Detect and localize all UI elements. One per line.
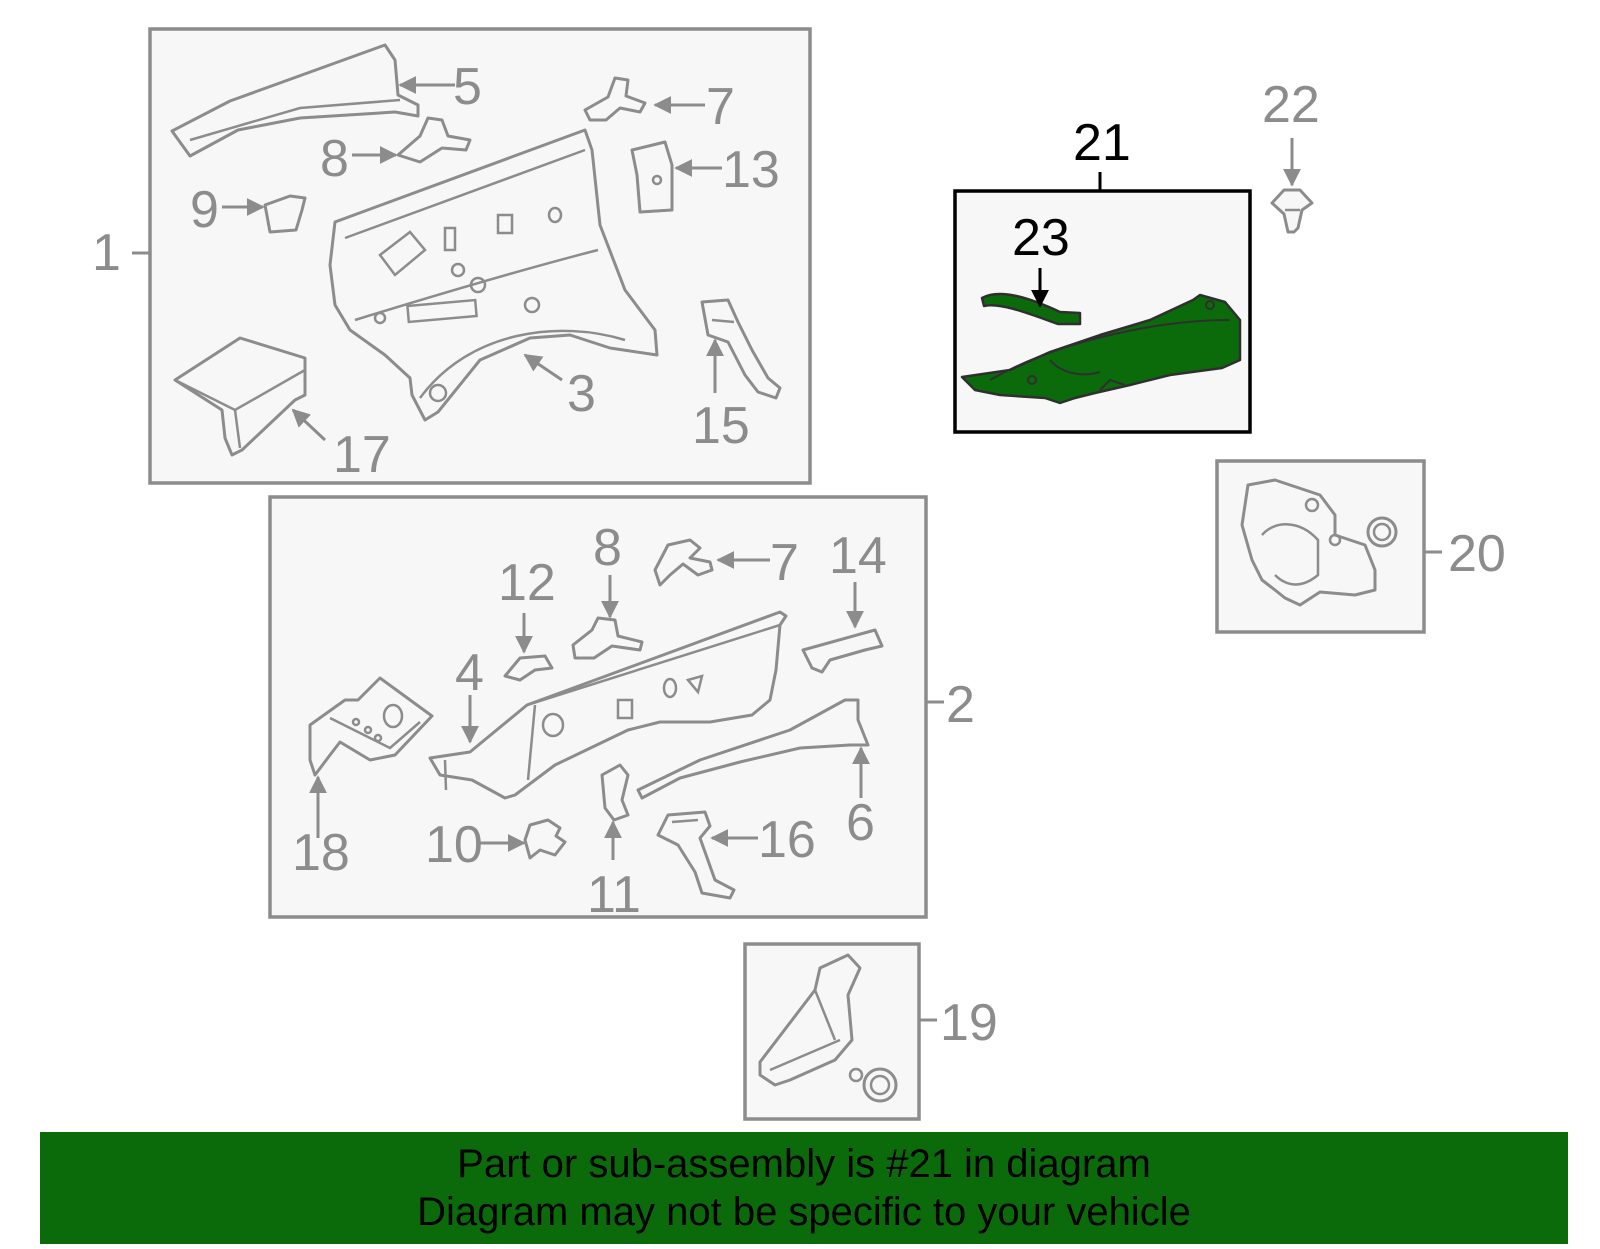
label-15: 15: [692, 397, 750, 455]
part-23-seal[interactable]: [980, 292, 1082, 326]
part-21-cowl-panel[interactable]: [960, 293, 1242, 405]
label-20: 20: [1448, 525, 1506, 583]
part-7-bracket: [583, 76, 647, 122]
label-2: 2: [946, 676, 975, 734]
part-5-rail: [170, 43, 420, 158]
label-17: 17: [333, 426, 391, 484]
label-8-top: 8: [320, 130, 349, 188]
banner-line-1: Part or sub-assembly is #21 in diagram: [457, 1142, 1151, 1186]
banner-line-2: Diagram may not be specific to your vehi…: [417, 1190, 1191, 1234]
label-23[interactable]: 23: [1012, 209, 1070, 267]
part-7-bracket-lower: [653, 538, 714, 587]
label-3: 3: [567, 365, 596, 423]
label-5: 5: [453, 58, 482, 116]
part-22-clip: [1270, 188, 1314, 234]
label-4: 4: [455, 644, 484, 702]
label-18: 18: [292, 824, 350, 882]
part-16-brace: [656, 810, 736, 900]
part-15-brace: [700, 298, 782, 400]
label-9: 9: [190, 181, 219, 239]
info-banner: Part or sub-assembly is #21 in diagram D…: [40, 1132, 1568, 1244]
part-11-gusset: [600, 763, 630, 822]
part-8-bracket-lower: [571, 616, 644, 660]
label-22: 22: [1262, 76, 1320, 134]
part-12-clip: [503, 654, 554, 682]
label-14: 14: [829, 527, 887, 585]
part-17-bracket: [173, 336, 307, 457]
label-6: 6: [846, 794, 875, 852]
part-8-bracket: [396, 116, 472, 164]
label-19: 19: [940, 994, 998, 1052]
label-11: 11: [587, 866, 641, 924]
label-16: 16: [758, 811, 816, 869]
part-18-mount-bracket: [308, 676, 434, 777]
part-3-wheelhouse-apron: [328, 128, 659, 422]
part-6-upper-rail: [636, 698, 870, 800]
part-10-clip: [523, 818, 567, 860]
part-4-front-rail: [428, 610, 788, 800]
label-7-lower: 7: [770, 534, 799, 592]
part-14-reinforcement: [801, 628, 884, 674]
label-10: 10: [425, 816, 483, 874]
part-19-extension: [758, 953, 898, 1103]
label-12: 12: [498, 554, 556, 612]
part-9-clip: [263, 194, 307, 234]
label-13: 13: [722, 141, 780, 199]
label-1: 1: [92, 224, 121, 282]
label-7-top: 7: [706, 78, 735, 136]
part-13-plate: [630, 140, 674, 214]
label-8-lower: 8: [593, 519, 622, 577]
label-21[interactable]: 21: [1073, 114, 1131, 172]
part-20-panel: [1240, 478, 1398, 607]
